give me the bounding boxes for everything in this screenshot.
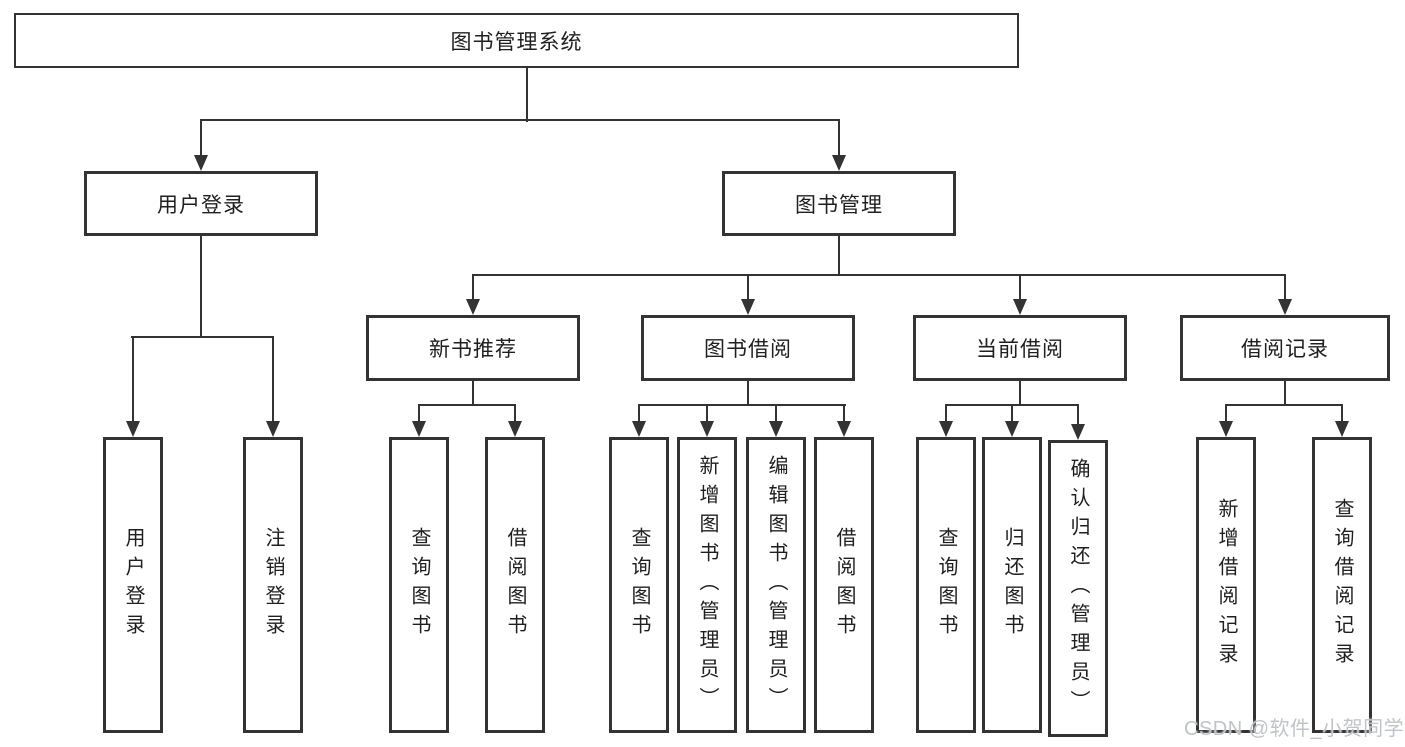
arrowhead-down <box>1005 421 1019 437</box>
arrowhead-down <box>1219 421 1233 437</box>
arrowhead-down <box>741 299 755 315</box>
arrowhead-down <box>266 421 280 437</box>
arrowhead-down <box>126 421 140 437</box>
connector-vline <box>1019 275 1021 301</box>
arrowhead-down <box>412 421 426 437</box>
connector-hline <box>131 336 274 338</box>
connector-vline <box>1341 405 1343 423</box>
arrowhead-down <box>466 299 480 315</box>
leaf-label: 用户登录 <box>122 527 144 643</box>
connector-vline <box>945 405 947 423</box>
connector-vline <box>132 337 134 423</box>
arrowhead-down <box>837 421 851 437</box>
connector-hline <box>418 404 516 406</box>
arrowhead-down <box>700 421 714 437</box>
connector-hline <box>1225 404 1343 406</box>
connector-vline <box>272 337 274 423</box>
connector-vline <box>1284 275 1286 301</box>
leaf-label: 查询借阅记录 <box>1331 498 1353 672</box>
arrowhead-down <box>1013 299 1027 315</box>
leaf-return-books: 归还图书 <box>982 437 1042 733</box>
leaf-query-books-borrowing: 查询图书 <box>609 437 669 733</box>
leaf-add-borrow-record: 新增借阅记录 <box>1196 437 1256 733</box>
leaf-label: 编辑图书（管理员） <box>765 454 787 716</box>
node-label: 用户登录 <box>157 193 245 217</box>
connector-vline <box>843 405 845 423</box>
connector-vline <box>838 234 840 276</box>
leaf-label: 归还图书 <box>1001 527 1023 643</box>
connector-vline <box>706 405 708 423</box>
arrowhead-down <box>1071 424 1085 440</box>
node-label: 当前借阅 <box>976 338 1064 361</box>
node-book-borrowing: 图书借阅 <box>641 315 855 381</box>
connector-vline <box>526 66 528 122</box>
node-book-management: 图书管理 <box>722 171 956 236</box>
arrowhead-down <box>769 421 783 437</box>
leaf-query-books-current: 查询图书 <box>916 437 976 733</box>
connector-vline <box>418 405 420 423</box>
node-borrowing-records: 借阅记录 <box>1180 315 1390 381</box>
leaf-label: 新增借阅记录 <box>1215 498 1237 672</box>
connector-vline <box>1284 379 1286 406</box>
node-new-book-recommend: 新书推荐 <box>366 315 580 381</box>
connector-vline <box>472 275 474 301</box>
connector-vline <box>200 234 202 338</box>
leaf-add-book-admin: 新增图书（管理员） <box>677 437 737 733</box>
leaf-borrow-books-recommend: 借阅图书 <box>485 437 545 733</box>
arrowhead-down <box>508 421 522 437</box>
leaf-label: 借阅图书 <box>833 527 855 643</box>
leaf-label: 注销登录 <box>262 527 284 643</box>
leaf-query-books-recommend: 查询图书 <box>389 437 449 733</box>
leaf-query-borrow-record: 查询借阅记录 <box>1312 437 1372 733</box>
node-label: 新书推荐 <box>429 338 517 361</box>
arrowhead-down <box>939 421 953 437</box>
arrowhead-down <box>1278 299 1292 315</box>
leaf-label: 确认归还（管理员） <box>1067 458 1089 719</box>
connector-vline <box>514 405 516 423</box>
connector-vline <box>1019 379 1021 406</box>
leaf-label: 查询图书 <box>408 527 430 643</box>
connector-vline <box>747 275 749 301</box>
leaf-label: 新增图书（管理员） <box>696 454 718 716</box>
connector-vline <box>1225 405 1227 423</box>
node-label: 图书管理 <box>795 193 883 217</box>
node-user-login-branch: 用户登录 <box>84 171 318 236</box>
arrowhead-down <box>1335 421 1349 437</box>
leaf-borrow-books-borrowing: 借阅图书 <box>814 437 874 733</box>
arrowhead-down <box>194 155 208 171</box>
connector-hline <box>638 404 846 406</box>
leaf-label: 查询图书 <box>628 527 650 643</box>
connector-vline <box>1077 405 1079 426</box>
connector-vline <box>200 120 202 156</box>
connector-vline <box>747 379 749 406</box>
node-label: 图书借阅 <box>704 338 792 361</box>
connector-vline <box>472 379 474 406</box>
leaf-confirm-return-admin: 确认归还（管理员） <box>1048 440 1108 737</box>
leaf-logout: 注销登录 <box>243 437 303 733</box>
connector-vline <box>638 405 640 423</box>
watermark-text: CSDN @软件_小贺同学 <box>1184 718 1405 740</box>
connector-hline <box>200 119 840 121</box>
node-system-root: 图书管理系统 <box>14 13 1019 68</box>
leaf-edit-book-admin: 编辑图书（管理员） <box>746 437 806 733</box>
connector-vline <box>838 120 840 156</box>
connector-vline <box>775 405 777 423</box>
leaf-label: 查询图书 <box>935 527 957 643</box>
connector-hline <box>472 274 1286 276</box>
node-label: 借阅记录 <box>1241 338 1329 361</box>
node-label: 图书管理系统 <box>450 30 583 54</box>
leaf-label: 借阅图书 <box>504 527 526 643</box>
leaf-user-login: 用户登录 <box>103 437 163 733</box>
arrowhead-down <box>632 421 646 437</box>
node-current-borrowing: 当前借阅 <box>913 315 1127 381</box>
arrowhead-down <box>832 155 846 171</box>
connector-vline <box>1011 405 1013 423</box>
